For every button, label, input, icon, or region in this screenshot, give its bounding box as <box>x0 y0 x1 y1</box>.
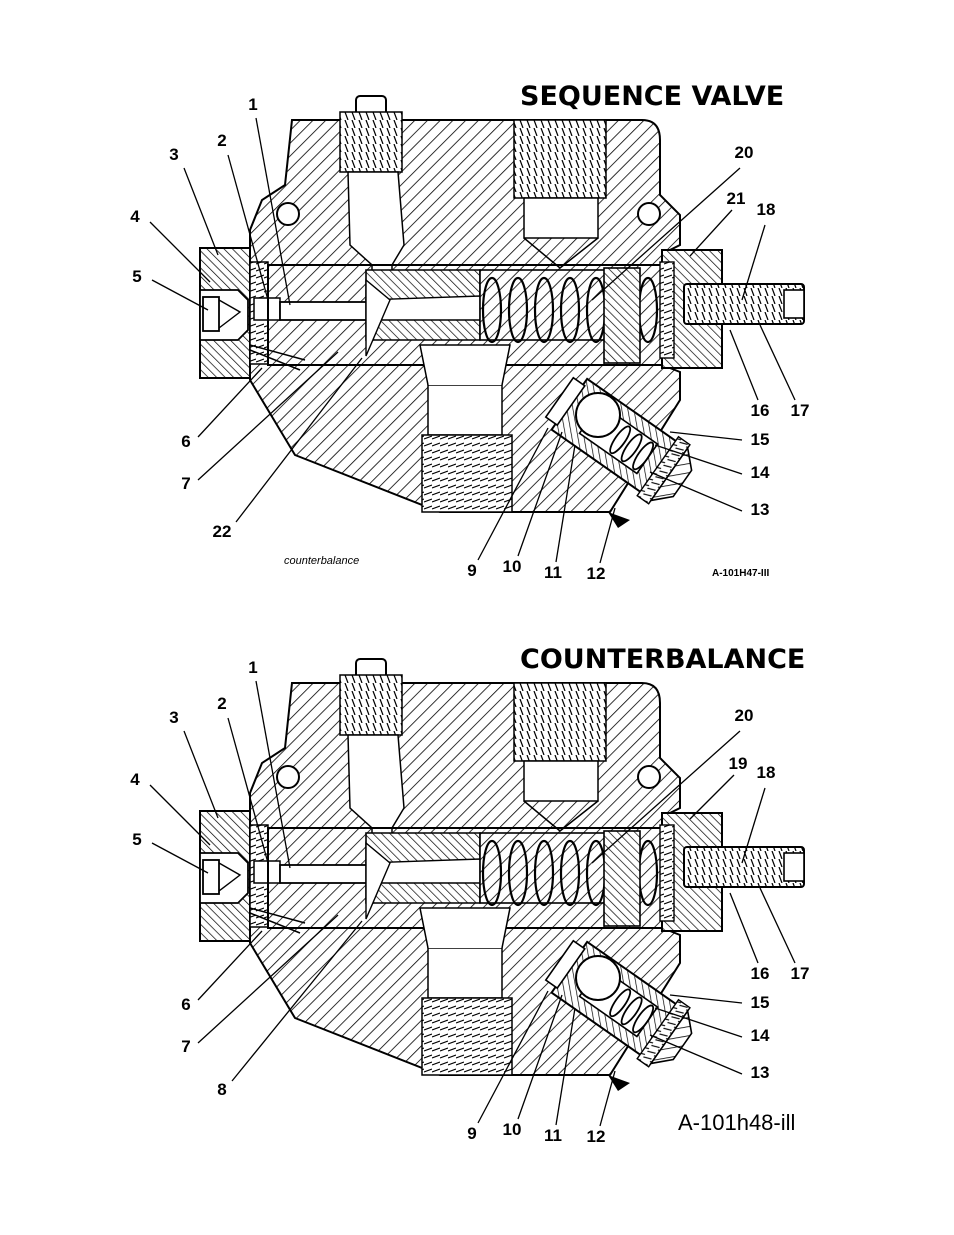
callout-number-11: 11 <box>544 563 562 582</box>
callout-number-9: 9 <box>467 561 476 580</box>
leader-line-3 <box>184 731 218 818</box>
callout-number-1: 1 <box>248 95 257 114</box>
callout-number-15: 15 <box>751 430 770 449</box>
callout-number-17: 17 <box>791 964 810 983</box>
sequence-valve-cross-section <box>200 96 804 528</box>
callout-number-21: 21 <box>727 189 746 208</box>
callout-number-15: 15 <box>751 993 770 1012</box>
callout-number-1: 1 <box>248 658 257 677</box>
callout-number-9: 9 <box>467 1124 476 1143</box>
callout-number-13: 13 <box>751 500 770 519</box>
leader-line-16 <box>730 893 758 963</box>
callout-number-6: 6 <box>181 432 190 451</box>
callout-number-8: 8 <box>217 1080 226 1099</box>
callout-number-12: 12 <box>587 564 606 583</box>
figure-id: A-101h48-ill <box>678 1110 795 1135</box>
callout-number-7: 7 <box>181 474 190 493</box>
counterbalance-cross-section <box>200 659 804 1091</box>
callout-number-16: 16 <box>751 401 770 420</box>
leader-line-3 <box>184 168 218 255</box>
figure-title: COUNTERBALANCE <box>520 644 805 675</box>
callout-number-10: 10 <box>503 1120 522 1139</box>
callout-number-18: 18 <box>757 763 776 782</box>
figure-title: SEQUENCE VALVE <box>520 81 784 112</box>
leader-line-12 <box>600 1071 615 1126</box>
callout-number-4: 4 <box>130 207 140 226</box>
leader-line-17 <box>760 888 795 963</box>
callout-number-16: 16 <box>751 964 770 983</box>
callout-number-20: 20 <box>735 706 754 725</box>
callout-number-14: 14 <box>751 1026 770 1045</box>
callout-number-5: 5 <box>132 267 141 286</box>
leader-line-17 <box>760 325 795 400</box>
callout-number-6: 6 <box>181 995 190 1014</box>
callout-number-13: 13 <box>751 1063 770 1082</box>
side-label: counterbalance <box>284 555 359 567</box>
callout-number-10: 10 <box>503 557 522 576</box>
leader-line-12 <box>600 508 615 563</box>
callout-number-19: 19 <box>729 754 748 773</box>
callout-number-12: 12 <box>587 1127 606 1146</box>
callout-number-18: 18 <box>757 200 776 219</box>
callout-number-11: 11 <box>544 1126 562 1145</box>
callout-number-17: 17 <box>791 401 810 420</box>
leader-line-16 <box>730 330 758 400</box>
callout-number-7: 7 <box>181 1037 190 1056</box>
callout-number-14: 14 <box>751 463 770 482</box>
callout-number-2: 2 <box>217 131 226 150</box>
callout-number-22: 22 <box>213 522 232 541</box>
callout-number-2: 2 <box>217 694 226 713</box>
callout-number-20: 20 <box>735 143 754 162</box>
callout-number-3: 3 <box>169 708 178 727</box>
callout-number-3: 3 <box>169 145 178 164</box>
callout-number-5: 5 <box>132 830 141 849</box>
figure-id: A-101H47-III <box>712 568 769 579</box>
callout-number-4: 4 <box>130 770 140 789</box>
